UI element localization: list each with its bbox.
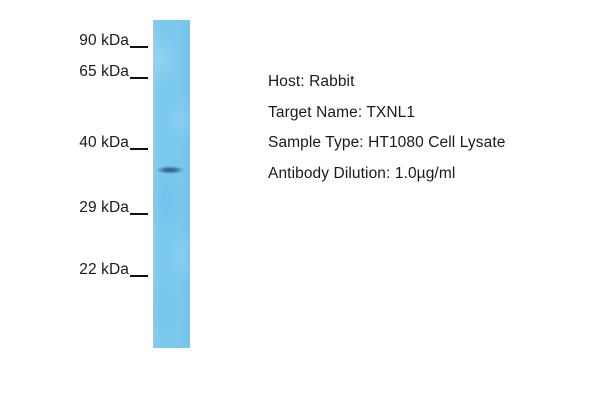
ladder-marker-65-label: 65 kDa xyxy=(79,63,129,80)
info-line-host: Host: Rabbit xyxy=(268,73,355,90)
ladder-tick-icon xyxy=(130,148,148,150)
info-line-sample-type: Sample Type: HT1080 Cell Lysate xyxy=(268,134,506,152)
ladder-marker-29-label: 29 kDa xyxy=(79,199,129,216)
ladder-marker-22: 22 kDa xyxy=(79,262,148,278)
ladder-tick-icon xyxy=(130,46,148,48)
blot-lane xyxy=(153,20,190,348)
ladder-tick-icon xyxy=(130,213,148,215)
ladder-tick-icon xyxy=(130,275,148,277)
ladder-marker-22-label: 22 kDa xyxy=(79,261,129,278)
info-line-target-name: Target Name: TXNL1 xyxy=(268,103,416,121)
ladder-marker-90-label: 90 kDa xyxy=(79,32,129,49)
ladder-marker-90: 90 kDa xyxy=(79,33,148,49)
info-line-antibody-dilution: Antibody Dilution: 1.0µg/ml xyxy=(268,165,456,183)
ladder-marker-40: 40 kDa xyxy=(79,135,148,151)
ladder-marker-40-label: 40 kDa xyxy=(79,134,129,151)
ladder-marker-29: 29 kDa xyxy=(79,200,148,216)
ladder-marker-65: 65 kDa xyxy=(79,64,148,80)
protein-band xyxy=(157,166,186,174)
ladder-tick-icon xyxy=(130,77,148,79)
experiment-info-block: Host: Rabbit Target Name: TXNL1 Sample T… xyxy=(268,67,588,190)
